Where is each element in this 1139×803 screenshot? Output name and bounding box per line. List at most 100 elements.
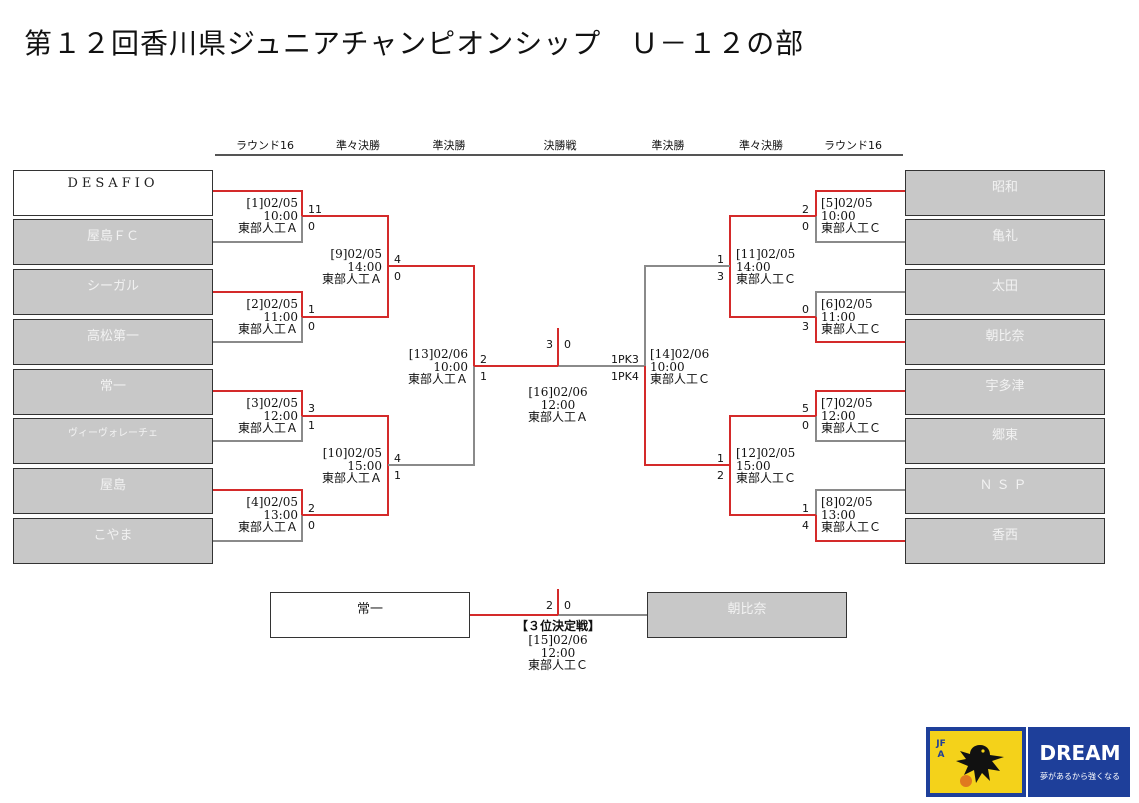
round-header-r16-left: ラウンド16 (236, 139, 294, 152)
team-left-4: 高松第一 (13, 319, 213, 365)
team-left-6: ヴィーヴォレーチェ (13, 418, 213, 464)
score-m9-bottom: 0 (394, 270, 401, 283)
line-m11-top (729, 215, 816, 266)
round-header-qf-right: 準々決勝 (739, 139, 783, 152)
score-m14-top: 1PK3 (611, 353, 639, 366)
score-m4-bottom: 0 (308, 519, 315, 532)
third-place-team-1: 常一 (270, 592, 470, 638)
score-final-left: 3 (546, 338, 553, 351)
line-m5-bottom (815, 216, 905, 243)
round-header-qf-left: 準々決勝 (336, 139, 380, 152)
team-right-8: 香西 (905, 518, 1105, 564)
team-left-3: シーガル (13, 269, 213, 315)
score-m8-bottom: 4 (802, 519, 809, 532)
line-m7-top (815, 390, 905, 416)
score-m10-top: 4 (394, 452, 401, 465)
line-m4-bottom (213, 515, 303, 542)
line-m9-bottom (302, 266, 389, 318)
round-header-sf-right: 準決勝 (651, 139, 685, 152)
team-left-5: 常一 (13, 369, 213, 415)
line-m10-top (302, 415, 389, 465)
line-m7-bottom (815, 416, 905, 442)
line-m8-bottom (815, 515, 905, 542)
logo-divider (1026, 727, 1028, 797)
score-m1-bottom: 0 (308, 220, 315, 233)
score-third-right: 0 (564, 599, 571, 612)
team-left-8: こやま (13, 518, 213, 564)
score-m13-top: 2 (480, 353, 487, 366)
team-left-2: 屋島ＦＣ (13, 219, 213, 265)
score-m7-top: 5 (802, 402, 809, 415)
team-right-7: ＮＳＰ (905, 468, 1105, 514)
dream-logo-tagline: 夢があるから強くなる (1040, 772, 1120, 781)
team-right-6: 郷東 (905, 418, 1105, 464)
score-m3-bottom: 1 (308, 419, 315, 432)
score-m3-top: 3 (308, 402, 315, 415)
team-left-7: 屋島 (13, 468, 213, 514)
score-m14-bottom: 1PK4 (611, 370, 639, 383)
team-right-1: 昭和 (905, 170, 1105, 216)
team-right-2: 亀礼 (905, 219, 1105, 265)
score-m7-bottom: 0 (802, 419, 809, 432)
team-left-1: DESAFIO (13, 170, 213, 216)
round-header-final: 決勝戦 (543, 139, 577, 152)
line-m13-top (388, 265, 475, 366)
line-m1-bottom (213, 216, 303, 243)
line-m1-top (213, 190, 303, 216)
score-m6-top: 0 (802, 303, 809, 316)
team-right-4: 朝比奈 (905, 319, 1105, 365)
line-m10-bottom (302, 465, 389, 516)
score-m2-bottom: 0 (308, 320, 315, 333)
line-m2-top (213, 291, 303, 317)
jfa-emblem-text: JFA (936, 739, 946, 760)
score-m6-bottom: 3 (802, 320, 809, 333)
score-m5-bottom: 0 (802, 220, 809, 233)
dream-logo: JFA DREAM 夢があるから強くなる (926, 727, 1130, 797)
round-header-r16-right: ラウンド16 (824, 139, 882, 152)
line-m4-top (213, 489, 303, 515)
score-m11-top: 1 (717, 253, 724, 266)
score-m9-top: 4 (394, 253, 401, 266)
line-m8-top (815, 489, 905, 515)
round-header-sf-left: 準決勝 (432, 139, 466, 152)
line-m12-bottom (729, 465, 816, 516)
score-m2-top: 1 (308, 303, 315, 316)
score-m8-top: 1 (802, 502, 809, 515)
third-place-label: 【３位決定戦】 (515, 619, 600, 633)
score-m12-bottom: 2 (717, 469, 724, 482)
score-m11-bottom: 3 (717, 270, 724, 283)
line-m14-top (644, 265, 730, 366)
line-m3-top (213, 390, 303, 416)
third-place-team-2: 朝比奈 (647, 592, 847, 638)
score-m13-bottom: 1 (480, 370, 487, 383)
jfa-emblem: JFA (930, 731, 1022, 793)
score-m5-top: 2 (802, 203, 809, 216)
round-header-divider (215, 154, 903, 156)
dream-logo-text: DREAM (1039, 741, 1121, 765)
line-m9-top (302, 215, 389, 266)
score-m1-top: 11 (308, 203, 322, 216)
crow-icon (956, 745, 1004, 787)
line-m11-bottom (729, 266, 816, 318)
score-m10-bottom: 1 (394, 469, 401, 482)
line-m2-bottom (213, 317, 303, 343)
line-m12-top (729, 415, 816, 465)
line-m6-bottom (815, 317, 905, 343)
score-final-right: 0 (564, 338, 571, 351)
line-m3-bottom (213, 416, 303, 442)
